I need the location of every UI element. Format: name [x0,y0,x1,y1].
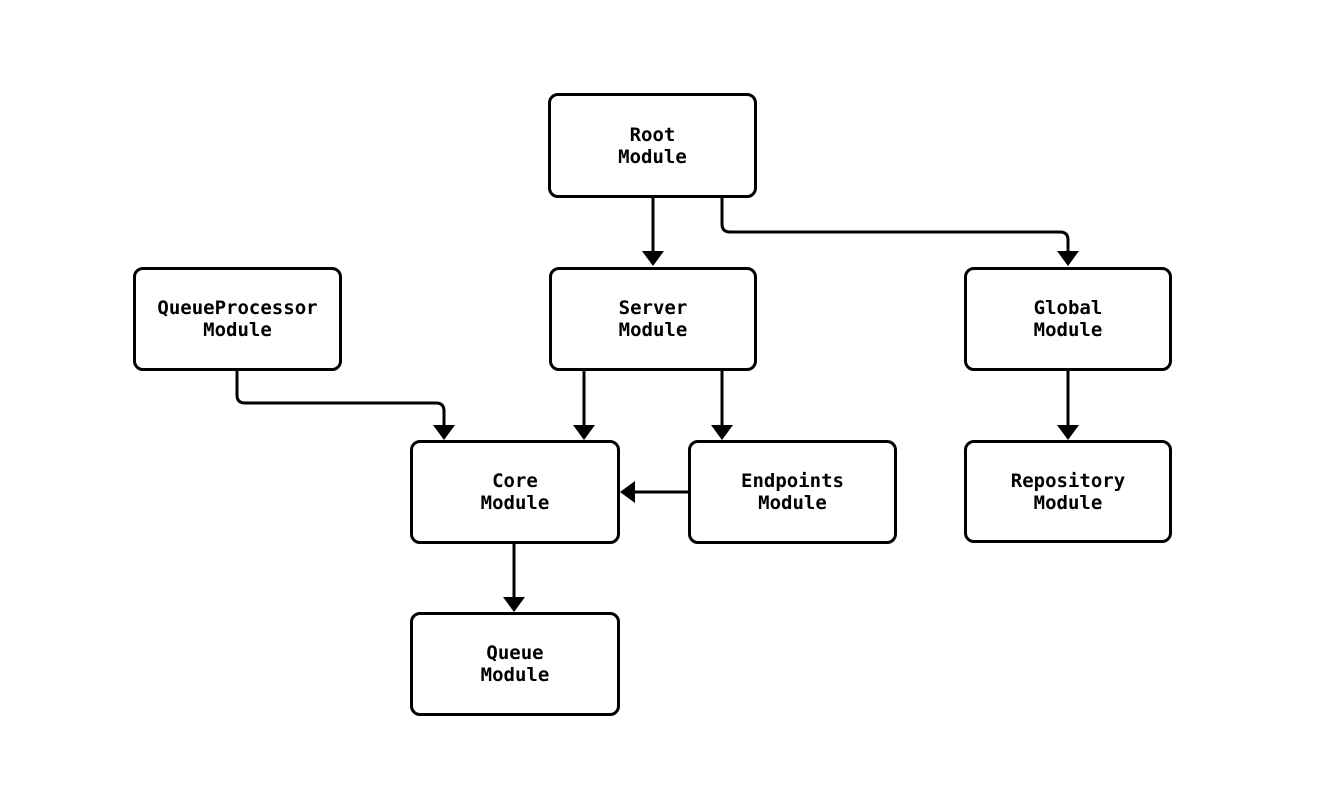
node-queueprocessor-module: QueueProcessor Module [133,267,342,371]
node-queue-module-label: Queue Module [480,642,550,686]
node-endpoints-module: Endpoints Module [688,440,897,544]
edge-queueprocessor-to-core [235,370,455,440]
node-queueprocessor-module-label: QueueProcessor Module [157,297,318,341]
edge-core-to-queue [503,542,525,612]
edge-server-to-core [573,370,595,440]
edge-root-to-global [720,197,1079,266]
node-repository-module-label: Repository Module [1010,469,1126,514]
node-core-module-label: Core Module [480,470,550,514]
node-repository-module: Repository Module [964,440,1172,543]
node-endpoints-module-label: Endpoints Module [741,470,844,514]
node-server-module: Server Module [549,267,757,371]
edge-global-to-repository [1057,370,1079,440]
node-global-module: Global Module [964,267,1172,371]
node-core-module: Core Module [410,440,620,544]
node-queue-module: Queue Module [410,612,620,716]
edge-server-to-endpoints [711,370,733,440]
node-server-module-label: Server Module [618,297,688,341]
edge-endpoints-to-core [620,481,688,503]
node-root-module-label: Root Module [618,123,687,168]
edge-root-to-server [642,197,664,266]
node-global-module-label: Global Module [1033,297,1103,341]
node-root-module: Root Module [548,93,757,198]
